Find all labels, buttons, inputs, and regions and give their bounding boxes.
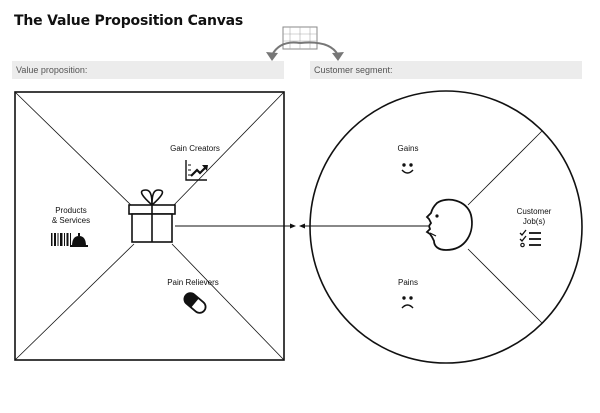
customer-jobs-line1: Customer	[516, 207, 552, 216]
products-services-line2: & Services	[51, 216, 91, 225]
products-services-line1: Products	[55, 206, 87, 215]
right-arrowhead	[332, 52, 344, 61]
left-arrowhead	[266, 52, 278, 61]
page-title: The Value Proposition Canvas	[14, 13, 244, 29]
face-profile-icon	[425, 198, 473, 251]
gains-label: Gains	[397, 144, 419, 153]
value-proposition-header: Value proposition:	[12, 61, 284, 79]
pill-icon	[183, 292, 207, 314]
gain-creators-label: Gain Creators	[170, 144, 220, 153]
connector-arrow	[175, 223, 428, 229]
pain-relievers-label: Pain Relievers	[167, 278, 219, 287]
frown-face-icon	[401, 296, 414, 309]
pains-label: Pains	[397, 278, 418, 287]
gift-icon	[128, 189, 176, 243]
barcode-bell-icon	[51, 233, 88, 247]
smile-face-icon	[401, 163, 414, 174]
checklist-icon	[519, 229, 541, 248]
customer-jobs-label: Customer Job(s)	[504, 207, 564, 227]
trend-up-chart-icon	[185, 160, 208, 181]
customer-segment-header: Customer segment:	[310, 61, 582, 79]
customer-jobs-line2: Job(s)	[522, 217, 546, 226]
products-services-label: Products & Services	[36, 206, 106, 226]
canvas-thumbnail-icon	[282, 26, 318, 50]
